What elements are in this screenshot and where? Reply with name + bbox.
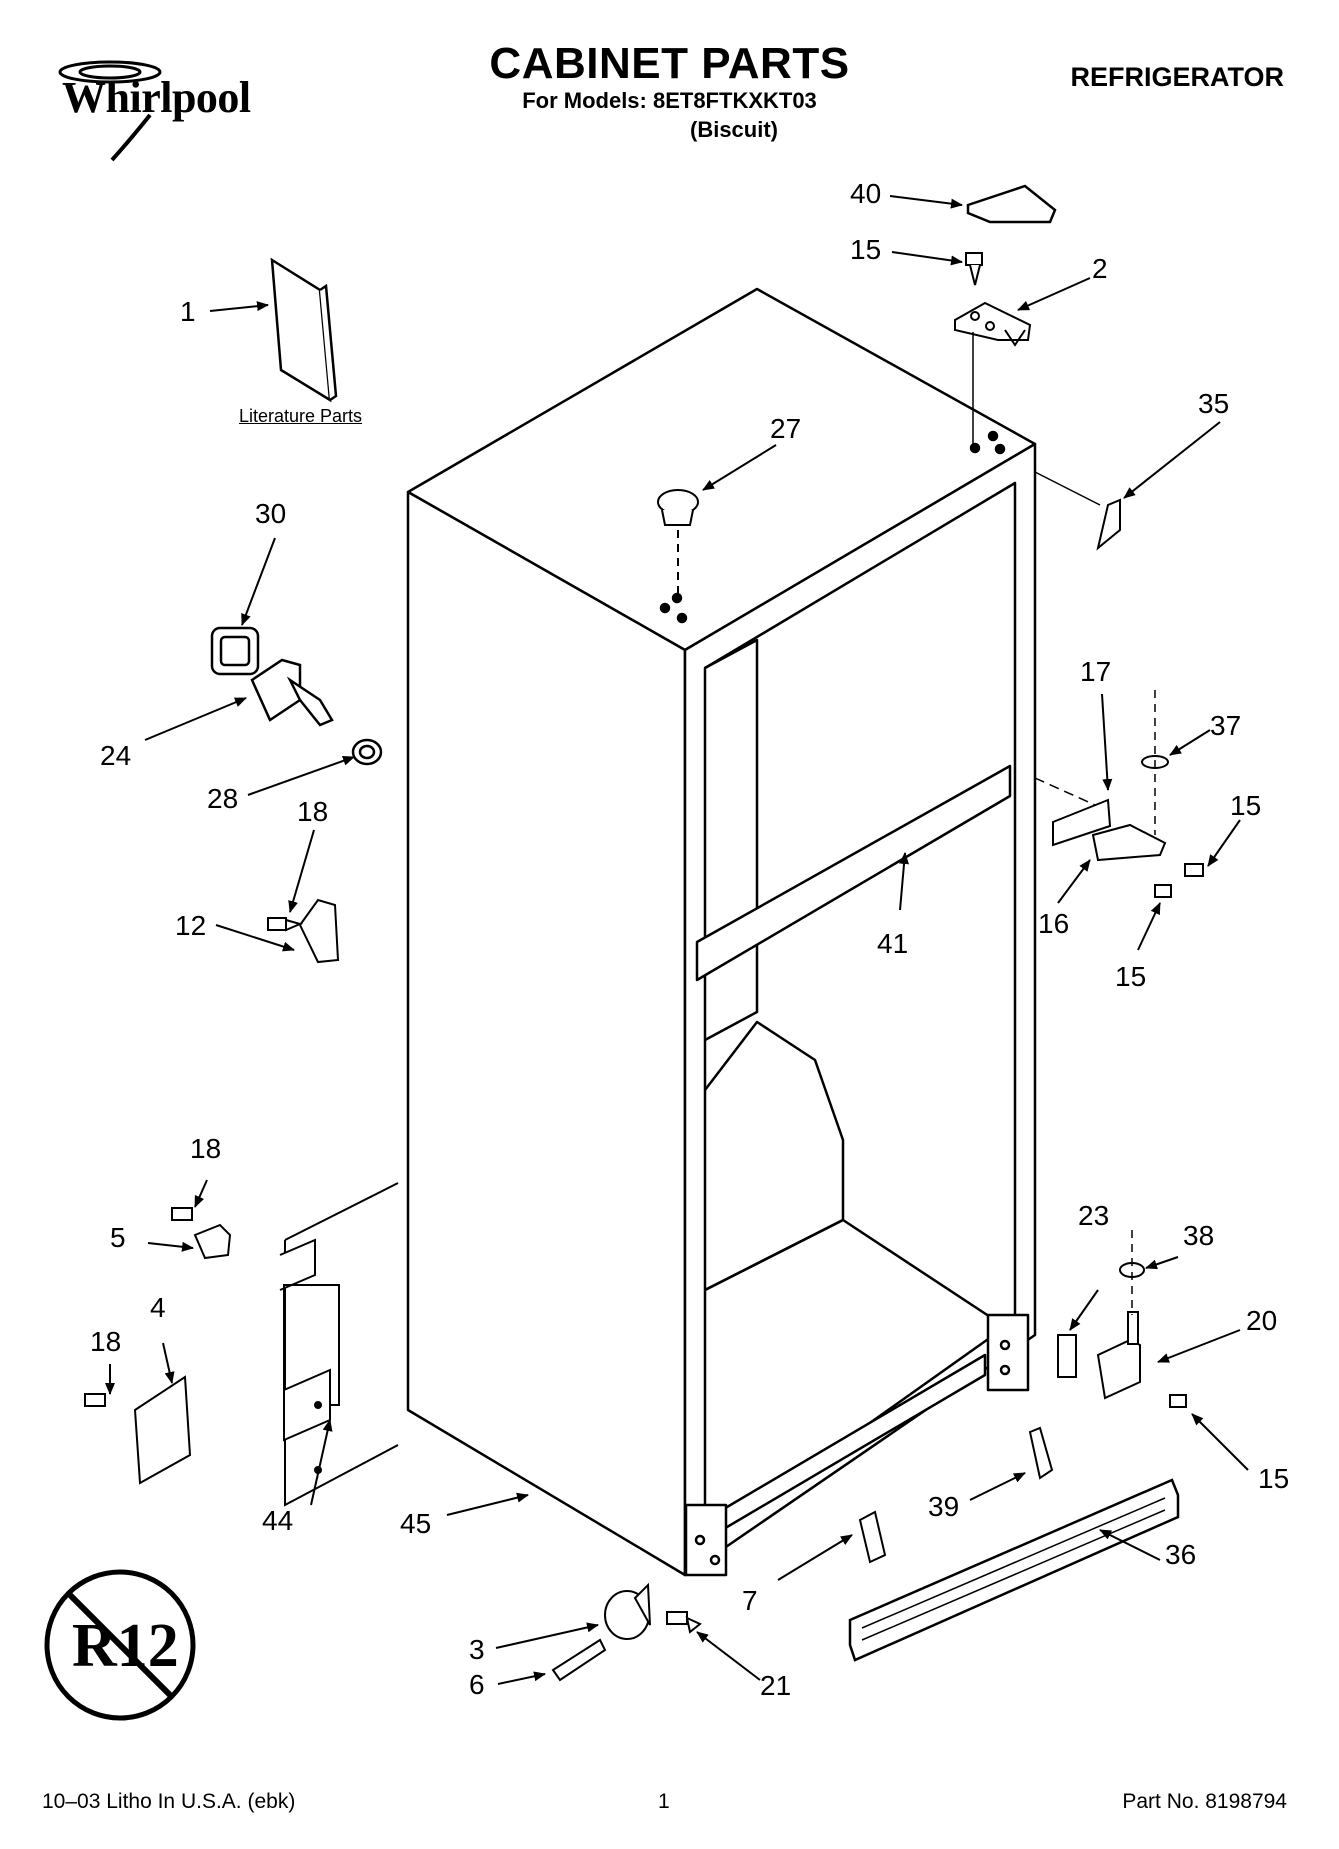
r12-prohibited-badge-icon	[44, 1569, 196, 1721]
logo-swirl-icon	[58, 60, 162, 162]
callout-leader-lines	[105, 195, 1249, 1685]
callout-1: 1	[180, 296, 196, 327]
callout-17: 17	[1080, 656, 1112, 687]
models-line: For Models: 8ET8FTKXKT03	[522, 88, 817, 113]
clip-part-7	[858, 1510, 887, 1564]
callout-18: 18	[297, 796, 329, 827]
clip-part-5	[171, 1207, 232, 1260]
callout-15: 15	[1258, 1463, 1290, 1494]
screw-part-15-top	[965, 252, 983, 286]
bracket-part-12	[267, 898, 340, 964]
top-hinge-part-2	[954, 301, 1032, 445]
callout-36: 36	[1165, 1539, 1197, 1570]
callout-37: 37	[1210, 710, 1242, 741]
callout-45: 45	[400, 1508, 432, 1539]
roller-parts-3-6-21	[551, 1582, 702, 1682]
callout-7: 7	[742, 1585, 758, 1616]
callout-39: 39	[928, 1491, 960, 1522]
refrigerator-cabinet	[406, 287, 1037, 1577]
plug-button-part-27	[657, 489, 699, 595]
callout-21: 21	[760, 1670, 792, 1701]
hinge-cap-part-40	[966, 184, 1057, 224]
callout-5: 5	[110, 1222, 126, 1253]
cover-part-4	[84, 1375, 192, 1485]
page-title: CABINET PARTS	[489, 39, 850, 88]
callout-6: 6	[469, 1669, 485, 1700]
callout-16: 16	[1038, 908, 1070, 939]
callout-27: 27	[770, 413, 802, 444]
door-stop-parts-30-24-28	[210, 626, 383, 766]
center-hinge-parts-16-17-37	[1034, 690, 1204, 898]
back-panel-part-44	[279, 1182, 399, 1507]
grille-clip-part-39	[1028, 1426, 1054, 1480]
r12-badge-label: R12	[72, 1612, 179, 1680]
literature-booklet-icon	[270, 257, 338, 403]
callout-15: 15	[1115, 961, 1147, 992]
callout-18: 18	[190, 1133, 222, 1164]
callout-18: 18	[90, 1326, 122, 1357]
callout-30: 30	[255, 498, 287, 529]
color-line: (Biscuit)	[690, 117, 778, 142]
bottom-hinge-parts-20-23-38	[1057, 1230, 1187, 1408]
callout-38: 38	[1183, 1220, 1215, 1251]
callout-23: 23	[1078, 1200, 1110, 1231]
callout-20: 20	[1246, 1305, 1278, 1336]
callout-40: 40	[850, 178, 882, 209]
callout-44: 44	[262, 1505, 294, 1536]
callout-41: 41	[877, 928, 909, 959]
callout-2: 2	[1092, 253, 1108, 284]
callout-12: 12	[175, 910, 207, 941]
callout-24: 24	[100, 740, 132, 771]
footer-page-number: 1	[658, 1790, 670, 1813]
callout-15: 15	[850, 234, 882, 265]
footer-litho-note: 10–03 Litho In U.S.A. (ebk)	[42, 1790, 296, 1813]
toe-grille-part-36	[848, 1478, 1180, 1662]
callout-28: 28	[207, 783, 239, 814]
footer-part-number: Part No. 8198794	[1122, 1790, 1287, 1813]
callout-3: 3	[469, 1634, 485, 1665]
callout-35: 35	[1198, 388, 1230, 419]
hinge-cover-part-35	[1034, 471, 1121, 551]
product-type: REFRIGERATOR	[1070, 62, 1284, 92]
callout-15: 15	[1230, 790, 1262, 821]
callout-4: 4	[150, 1292, 166, 1323]
literature-parts-label: Literature Parts	[239, 406, 363, 426]
